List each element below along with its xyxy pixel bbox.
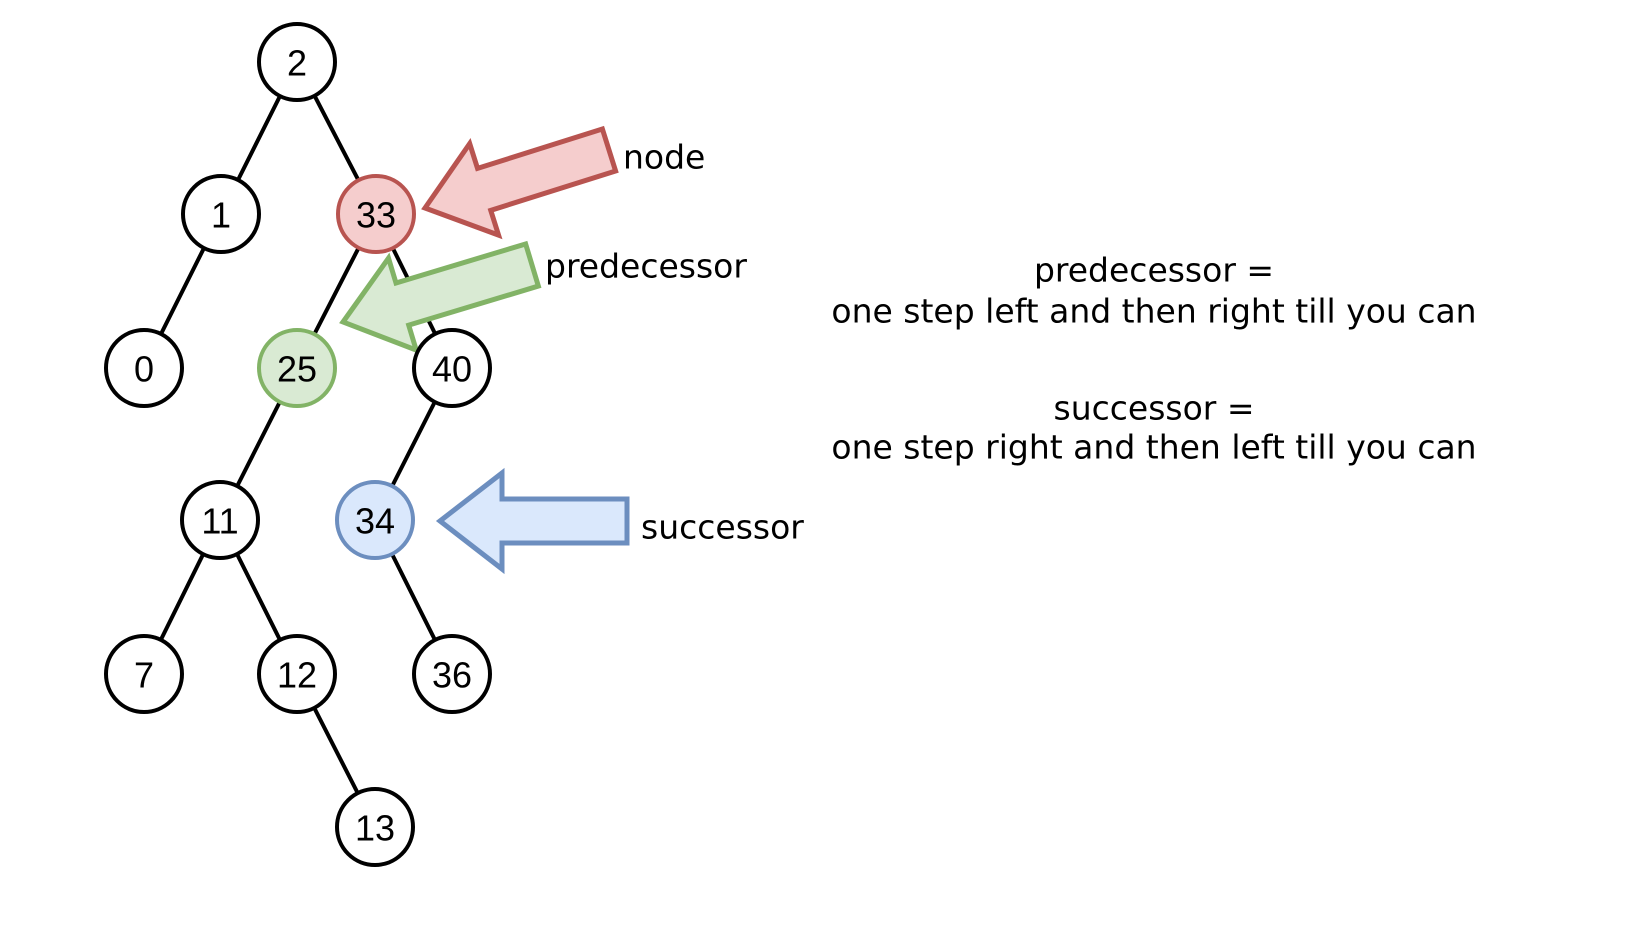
tree-node-12[interactable]: 12 <box>257 634 337 714</box>
tree-node-33[interactable]: 33 <box>336 174 416 254</box>
node-value-34: 34 <box>355 501 395 542</box>
side-note-line-0: predecessor = <box>1034 251 1274 290</box>
tree-edge-11-7 <box>158 552 206 642</box>
node-circle-40 <box>412 328 492 408</box>
tree-edge-11-12 <box>234 551 283 643</box>
node-value-13: 13 <box>355 808 395 849</box>
node-value-7: 7 <box>134 655 154 696</box>
annotation-arrows <box>339 125 630 575</box>
successor-arrow <box>435 467 630 575</box>
node-value-40: 40 <box>432 349 472 390</box>
tree-edge-2-1 <box>235 93 283 183</box>
node-circle-34 <box>335 480 415 560</box>
tree-node-2[interactable]: 2 <box>257 22 337 102</box>
node-value-36: 36 <box>432 655 472 696</box>
node-value-1: 1 <box>211 195 231 236</box>
node-circle-13 <box>335 787 415 867</box>
tree-node-7[interactable]: 7 <box>104 634 184 714</box>
annotation-labels: node predecessor successor <box>545 138 804 547</box>
node-circle-2 <box>257 22 337 102</box>
tree-edge-12-13 <box>312 705 360 796</box>
tree-edge-2-33 <box>312 93 361 183</box>
node-value-2: 2 <box>287 43 307 84</box>
side-note-line-2: successor = <box>1054 389 1255 428</box>
node-circle-12 <box>257 634 337 714</box>
tree-node-1[interactable]: 1 <box>181 174 261 254</box>
tree-edge-1-0 <box>158 245 207 337</box>
node-circle-33 <box>336 174 416 254</box>
side-note-line-3: one step right and then left till you ca… <box>831 428 1476 467</box>
node-arrow <box>421 125 619 240</box>
tree-nodes: 2 1 33 0 25 40 11 34 7 12 36 13 <box>104 22 492 867</box>
side-notes: predecessor =one step left and then righ… <box>831 251 1476 467</box>
node-value-12: 12 <box>277 655 317 696</box>
node-value-11: 11 <box>201 501 238 542</box>
node-circle-25 <box>257 328 337 408</box>
node-value-25: 25 <box>277 349 317 390</box>
node-circle-7 <box>104 634 184 714</box>
tree-edge-25-11 <box>235 399 282 489</box>
node-value-33: 33 <box>356 195 396 236</box>
predecessor-arrow <box>339 240 542 355</box>
tree-edge-33-25 <box>312 245 361 337</box>
tree-edge-34-36 <box>389 551 438 643</box>
tree-node-40[interactable]: 40 <box>412 328 492 408</box>
tree-edge-40-34 <box>390 399 437 489</box>
node-circle-1 <box>181 174 261 254</box>
node-circle-0 <box>104 328 184 408</box>
predecessor-arrow-label: predecessor <box>545 247 747 286</box>
node-arrow-label: node <box>623 138 705 177</box>
node-circle-36 <box>412 634 492 714</box>
node-circle-11 <box>180 480 260 560</box>
tree-node-0[interactable]: 0 <box>104 328 184 408</box>
side-note-line-1: one step left and then right till you ca… <box>831 292 1476 331</box>
tree-node-34[interactable]: 34 <box>335 480 415 560</box>
tree-node-13[interactable]: 13 <box>335 787 415 867</box>
successor-arrow-label: successor <box>641 508 804 547</box>
tree-node-36[interactable]: 36 <box>412 634 492 714</box>
node-value-0: 0 <box>134 349 154 390</box>
tree-node-11[interactable]: 11 <box>180 480 260 560</box>
tree-node-25[interactable]: 25 <box>257 328 337 408</box>
